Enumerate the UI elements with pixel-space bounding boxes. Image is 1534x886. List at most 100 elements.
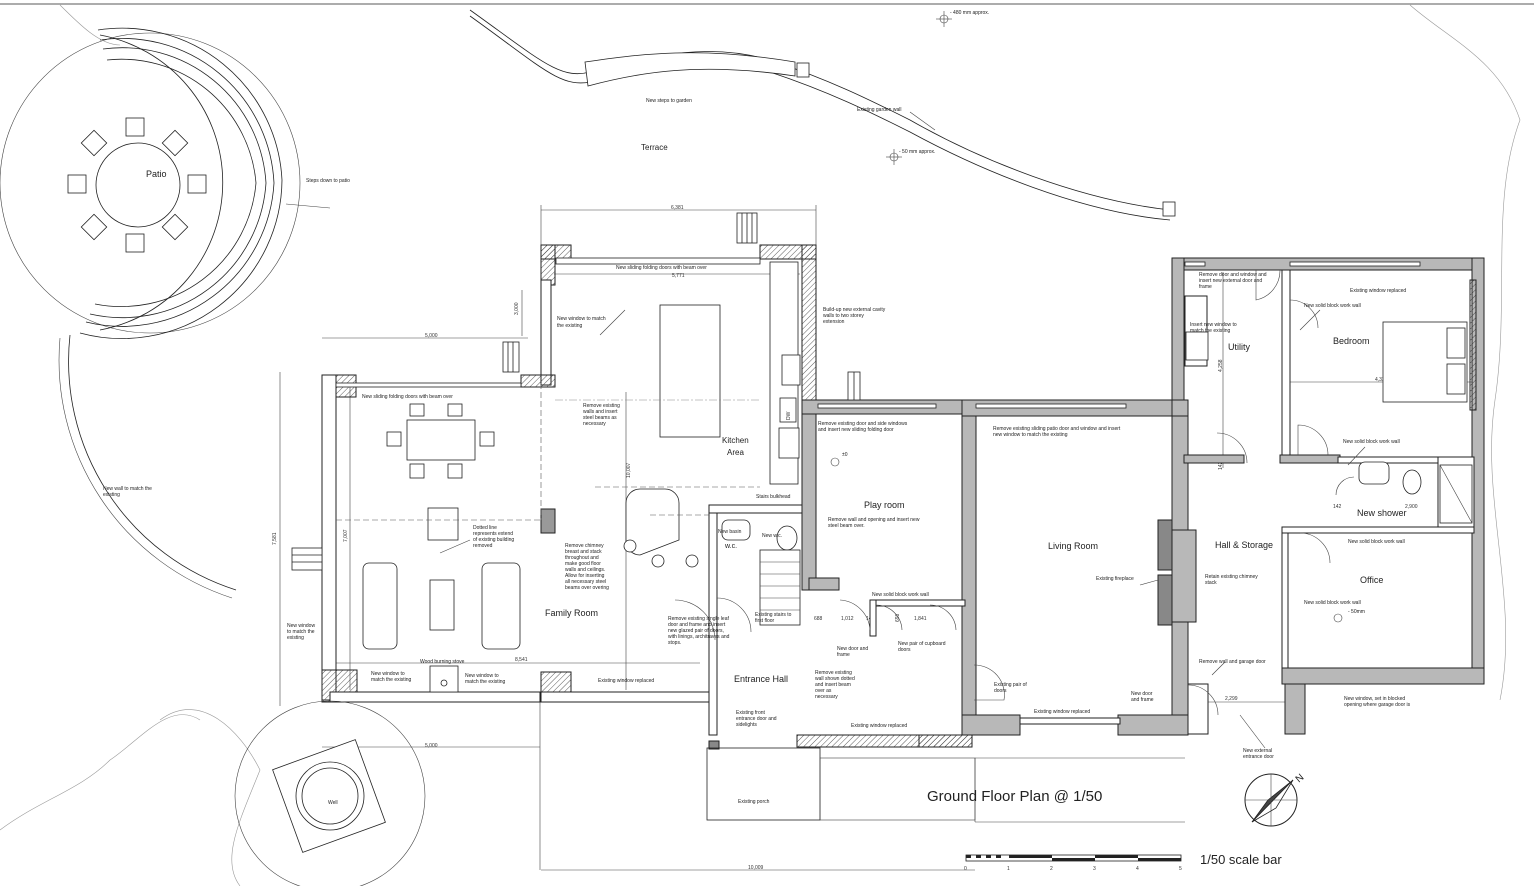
scale-tick-0: 0: [964, 866, 967, 872]
patio-chair: [80, 213, 108, 241]
note-remove-dotted-3: and insert beam: [815, 682, 851, 688]
note-new-sliding-family: New sliding folding doors with beam over: [362, 394, 453, 400]
room-label-entrance: Entrance Hall: [734, 674, 788, 684]
dim-2299: 2,299: [1225, 696, 1238, 702]
door-swings: [674, 269, 1355, 716]
window-symbols: [291, 212, 1421, 571]
note-dotted-2: represents extend: [473, 531, 513, 537]
patio-chair: [161, 213, 189, 241]
note-remove-door-util-3: frame: [1199, 284, 1212, 290]
note-cupboard: New pair of cupboard: [898, 641, 946, 647]
dim-1841: 1,841: [914, 616, 927, 622]
note-existing-front: Existing front: [736, 710, 766, 716]
patio-chair: [80, 129, 108, 157]
note-existing-garden-wall: Existing garden wall: [857, 107, 901, 113]
note-new-window-kitchen-2: the existing: [557, 323, 583, 329]
note-remove-wall-play-2: steel beam over.: [828, 523, 865, 529]
well: Well: [234, 700, 426, 886]
room-label-utility: Utility: [1228, 342, 1250, 352]
dim-8541: 8,541: [515, 657, 528, 663]
room-label-hall: Hall & Storage: [1215, 540, 1273, 550]
note-remove-dotted-2: wall shown dotted: [815, 676, 855, 682]
note-existing-fireplace: Existing fireplace: [1096, 576, 1134, 582]
label-well: Well: [328, 800, 338, 806]
note-new-window-garage: New window, set in blocked: [1344, 696, 1405, 702]
patio-chair: [125, 233, 145, 253]
note-existing-front-2: entrance door and: [736, 716, 777, 722]
note-steps-to-patio: Steps down to patio: [306, 178, 350, 184]
note-remove-patio: Remove existing sliding patio door and w…: [993, 426, 1121, 432]
dim-5000-bottom: 5,000: [425, 743, 438, 749]
room-label-wc: w.c.: [724, 543, 737, 550]
scale-bar-label: 1/50 scale bar: [1200, 852, 1282, 867]
dining-table: [406, 419, 476, 461]
note-cupboard-2: doors: [898, 647, 911, 653]
note-new-ext-door: New external: [1243, 748, 1272, 754]
dimension-lines: [279, 205, 1472, 871]
family-room-furniture: [336, 383, 542, 693]
note-remove-door: Remove existing single leaf: [668, 616, 729, 622]
dim-3000: 3,000: [514, 302, 520, 315]
note-new-block-bed: New solid block work wall: [1304, 303, 1361, 309]
note-retain-chimney: Retain existing chimney: [1205, 574, 1258, 580]
room-label-living: Living Room: [1048, 541, 1098, 551]
dim-142b: 142: [1218, 461, 1224, 470]
note-remove-door-3: new glazed pair of doors,: [668, 628, 724, 634]
note-insert-window-2: match the existing: [1190, 328, 1231, 334]
sofa: [481, 562, 521, 650]
patio-table: [95, 142, 181, 228]
patio-chair: [125, 117, 145, 137]
north-label: N: [1294, 772, 1307, 785]
note-remove-walls-2: walls and insert: [583, 409, 618, 415]
room-label-bedroom: Bedroom: [1333, 336, 1370, 346]
dim-4322: 4,322: [1375, 377, 1388, 383]
patio-chair: [67, 174, 87, 194]
label-plus-zero: ±0: [842, 452, 848, 458]
note-new-block-office-top: New solid block work wall: [1348, 539, 1405, 545]
basin: [721, 519, 751, 541]
note-wood-stove: Wood burning stove: [420, 659, 465, 665]
right-wing-fixtures: [1185, 270, 1473, 524]
scale-tick-1: 1: [1007, 866, 1010, 872]
plan-title: Ground Floor Plan @ 1/50: [927, 788, 1102, 805]
room-label-new-shower: New shower: [1357, 508, 1407, 518]
armchair: [427, 507, 459, 541]
note-existing-stairs-2: first floor: [755, 618, 775, 624]
dim-1012: 1,012: [841, 616, 854, 622]
note-new-block-office: New solid block work wall: [1304, 600, 1361, 606]
note-remove-walls-4: necessary: [583, 421, 606, 427]
note-new-window-bl: New window to: [371, 671, 405, 677]
note-new-door-frame-hall-2: and frame: [1131, 697, 1154, 703]
note-chimney-7: all necessary steel: [565, 579, 606, 585]
stairs: [759, 549, 801, 626]
note-remove-door-2: door and frame and insert: [668, 622, 726, 628]
shower-toilet: [1402, 469, 1422, 495]
note-remove-play-2: and insert new sliding folding door: [818, 427, 894, 433]
porch-outline: [706, 747, 821, 821]
note-buildup-2: walls to two storey: [823, 313, 864, 319]
scale-tick-2: 2: [1050, 866, 1053, 872]
note-new-steps-garden: New steps to garden: [646, 98, 692, 104]
note-new-block-wall-play: New solid block work wall: [872, 592, 929, 598]
note-existing-window-replaced: Existing window replaced: [598, 678, 654, 684]
room-label-kitchen-area: Area: [727, 448, 744, 457]
note-new-wc: New w.c.: [762, 533, 782, 539]
note-new-block-office-2: - 50mm: [1348, 609, 1365, 615]
kitchen-island: [659, 304, 721, 438]
coffee-table: [429, 579, 455, 631]
label-dishwasher: DW: [786, 411, 792, 420]
note-existing-window-bed: Existing window replaced: [1350, 288, 1406, 294]
scale-tick-4: 4: [1136, 866, 1139, 872]
note-chimney: Remove chimney: [565, 543, 604, 549]
note-new-window-bm-2: match the existing: [465, 679, 506, 685]
dim-688: 688: [814, 616, 823, 622]
dim-142c: 142: [1333, 504, 1342, 510]
note-remove-door-5: stops.: [668, 640, 681, 646]
note-level-480: - 480 mm approx.: [950, 10, 989, 16]
note-remove-door-util: Remove door and window and: [1199, 272, 1267, 278]
dim-10007: 10,007: [626, 462, 632, 478]
note-new-door-frame-2: frame: [837, 652, 850, 658]
note-new-wall-match: New wall to match the: [103, 486, 152, 492]
kitchen-furniture: DW: [555, 261, 801, 568]
patio-chair: [187, 174, 207, 194]
